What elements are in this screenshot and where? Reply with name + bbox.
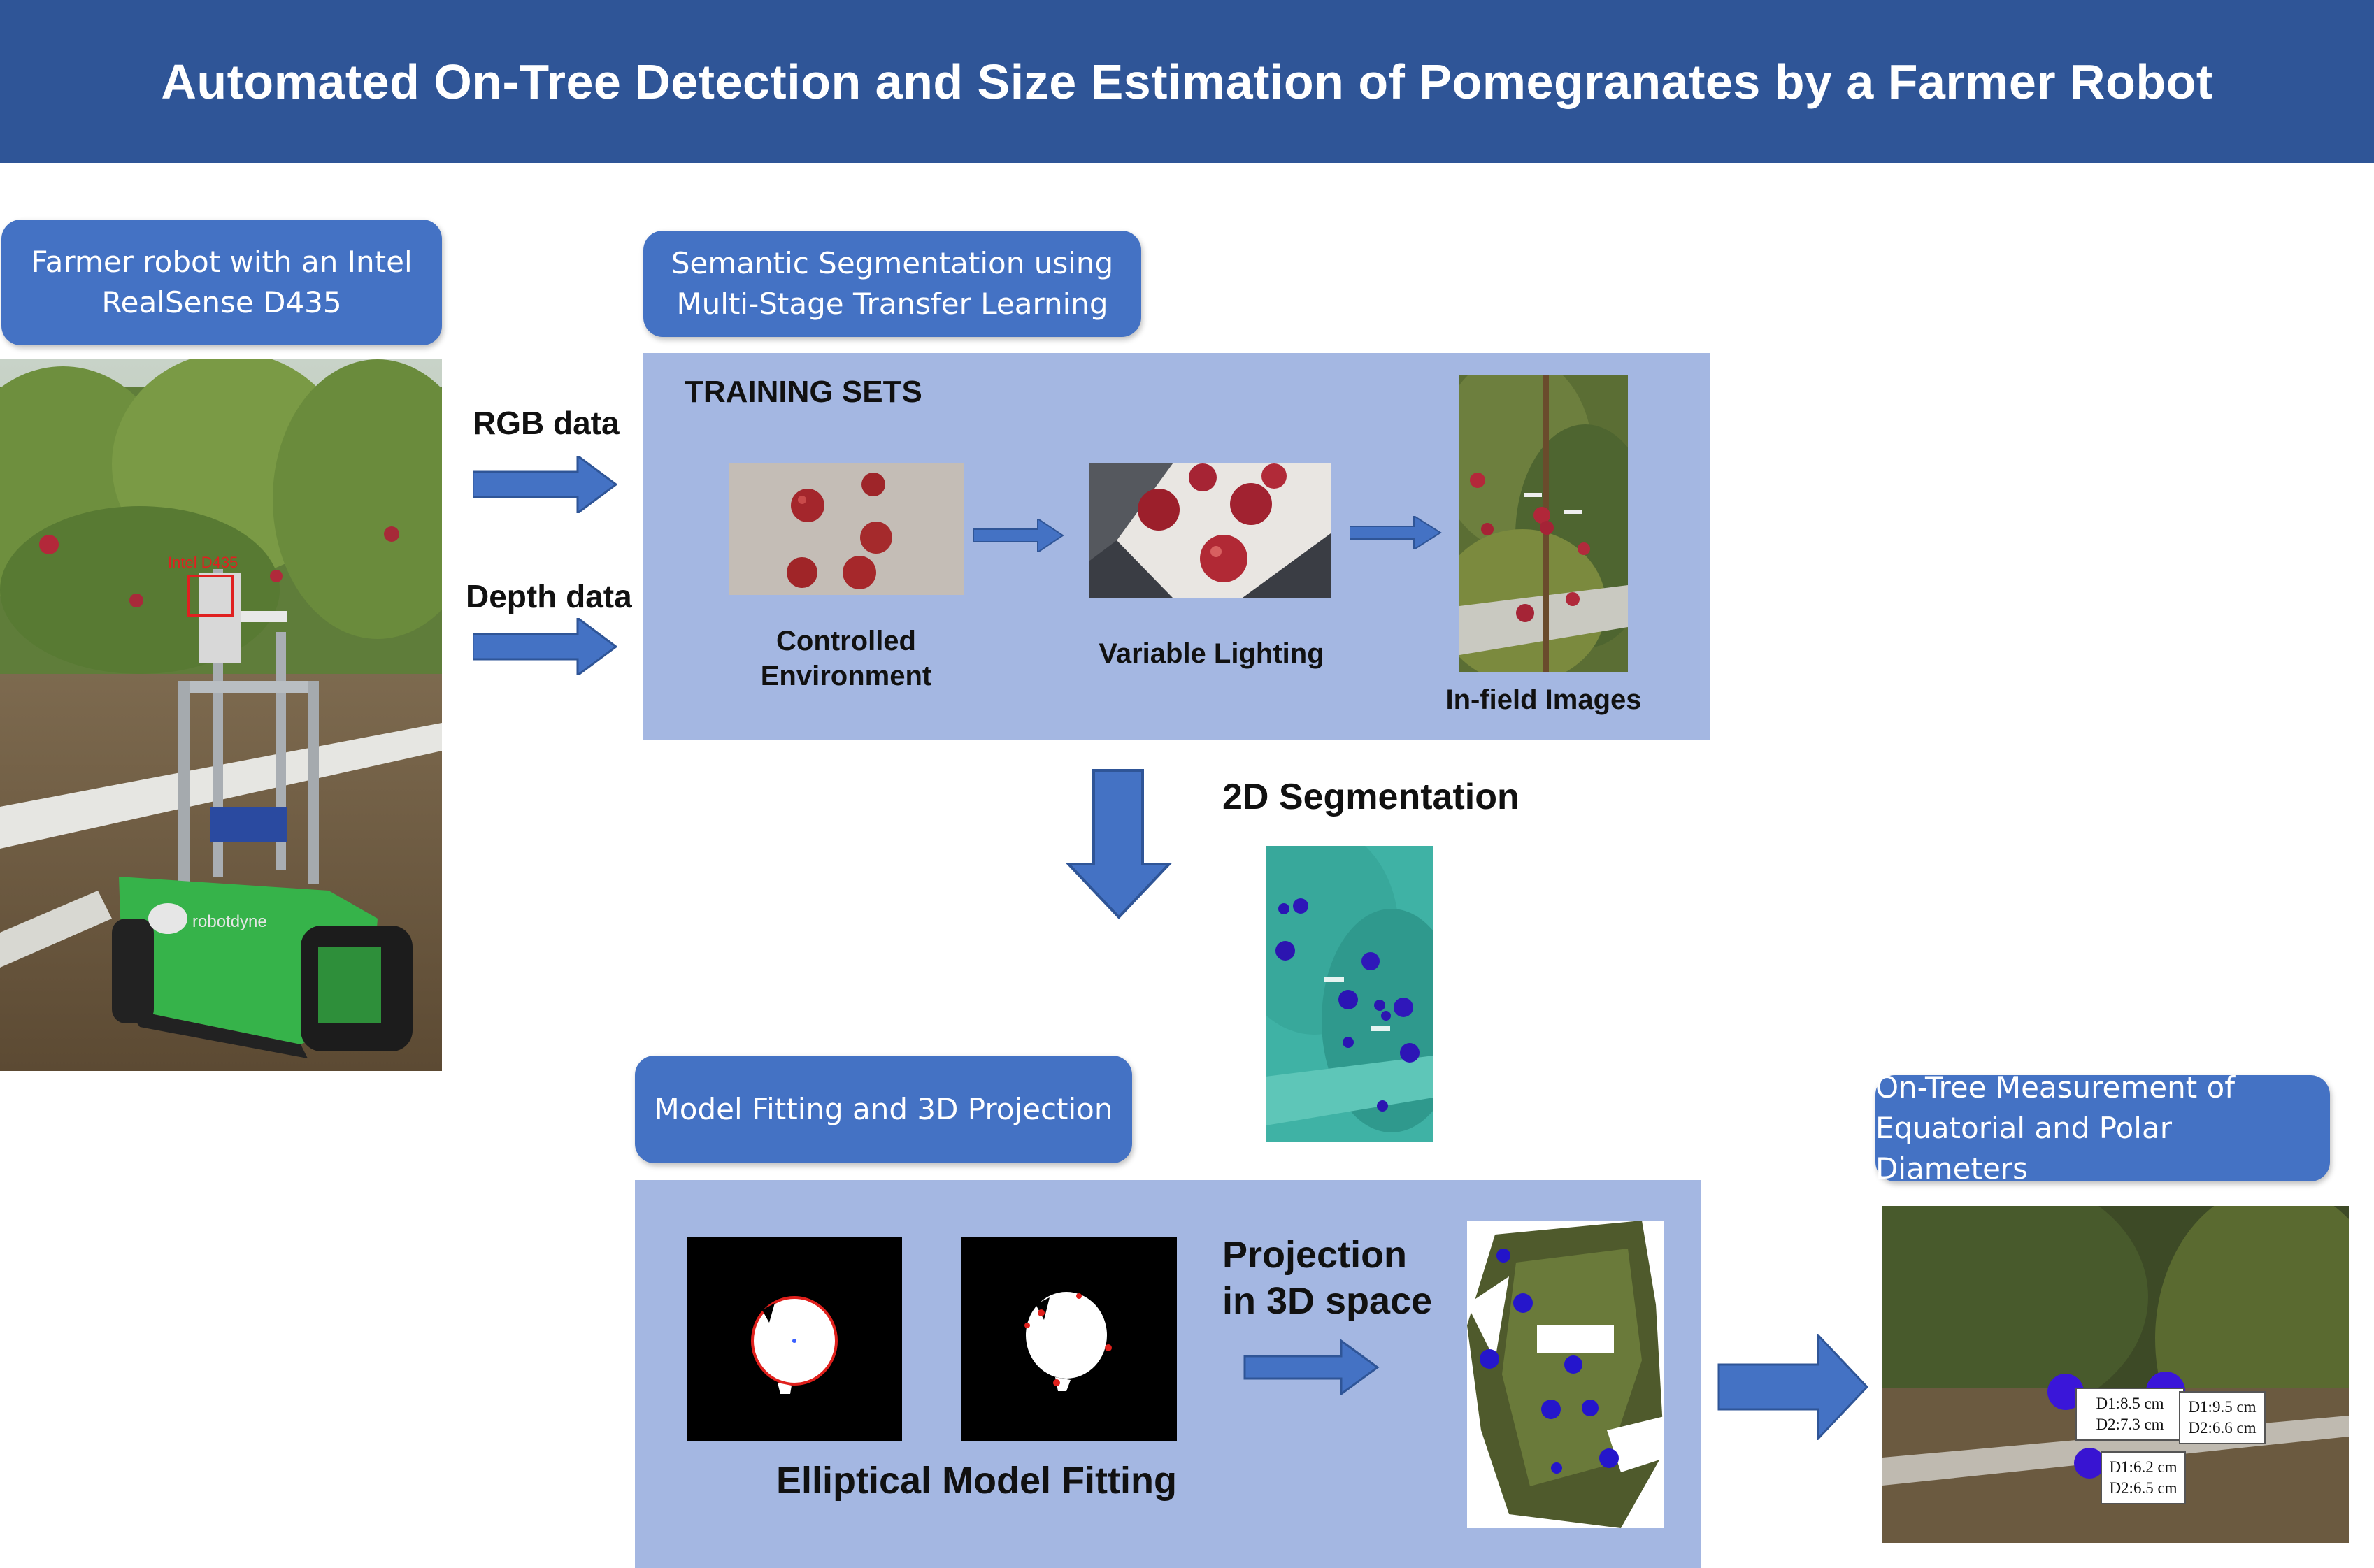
variable-lighting-label: Variable Lighting [1099,638,1324,669]
projection-line1: Projection [1222,1234,1408,1276]
training-arrow-2 [1350,516,1442,549]
robot-label-line1: Farmer robot with an Intel [31,245,413,279]
svg-text:robotdyne: robotdyne [192,912,267,931]
measurement-arrow [1717,1334,1869,1440]
measurement-tag-3: D1:6.2 cm D2:6.5 cm [2101,1451,2186,1504]
elliptical-fit-mask-2 [961,1237,1177,1441]
measurement-1-d1: D1:8.5 cm [2096,1395,2164,1412]
segmentation-line1: Semantic Segmentation using [671,246,1114,280]
measurement-tag-2: D1:9.5 cm D2:6.6 cm [2179,1391,2266,1444]
controlled-environment-image [729,463,964,595]
camera-tag: Intel D435 [168,554,238,571]
projection-arrow [1243,1339,1380,1395]
title-banner: Automated On-Tree Detection and Size Est… [0,0,2374,163]
training-arrow-1 [973,519,1064,552]
measurement-3-d2: D2:6.5 cm [2109,1479,2178,1497]
training-heading: TRAINING SETS [685,375,922,409]
page-title: Automated On-Tree Detection and Size Est… [161,54,2213,109]
measurement-label-box: On-Tree Measurement of Equatorial and Pol… [1875,1070,2330,1186]
measurement-2-d1: D1:9.5 cm [2188,1398,2257,1416]
elliptical-fit-mask-1 [687,1237,902,1441]
measurement-line2: Equatorial and Polar Diameters [1875,1111,2172,1186]
depth-data-label: Depth data [466,578,632,614]
segmentation-2d-image [1266,846,1433,1142]
segmentation-line2: Multi-Stage Transfer Learning [676,287,1108,321]
set-1-label-line1: Controlled [776,626,916,656]
robot-label-line2: RealSense D435 [101,285,342,319]
set-1-label-line2: Environment [760,661,932,691]
variable-lighting-image [1089,463,1331,598]
measurement-3-d1: D1:6.2 cm [2109,1458,2178,1476]
rgb-arrow [473,456,617,513]
in-field-images-label: In-field Images [1445,684,1642,715]
down-arrow [1066,769,1172,919]
measurement-line1: On-Tree Measurement of [1875,1070,2236,1105]
measurement-2-d2: D2:6.6 cm [2188,1419,2257,1437]
in-field-image [1459,375,1628,672]
depth-arrow [473,618,617,675]
elliptical-fitting-label: Elliptical Model Fitting [776,1460,1177,1502]
robot-photo: Intel D435 robotdyne [0,359,442,1071]
segmentation-2d-label: 2D Segmentation [1222,777,1519,817]
measurement-1-d2: D2:7.3 cm [2096,1416,2164,1433]
projection-line2: in 3D space [1222,1280,1433,1322]
model-fitting-label-box: Model Fitting and 3D Projection [635,1056,1132,1163]
point-cloud-image [1467,1221,1664,1528]
measurement-tag-1: D1:8.5 cm D2:7.3 cm [2075,1388,2184,1441]
rgb-data-label: RGB data [473,405,620,441]
